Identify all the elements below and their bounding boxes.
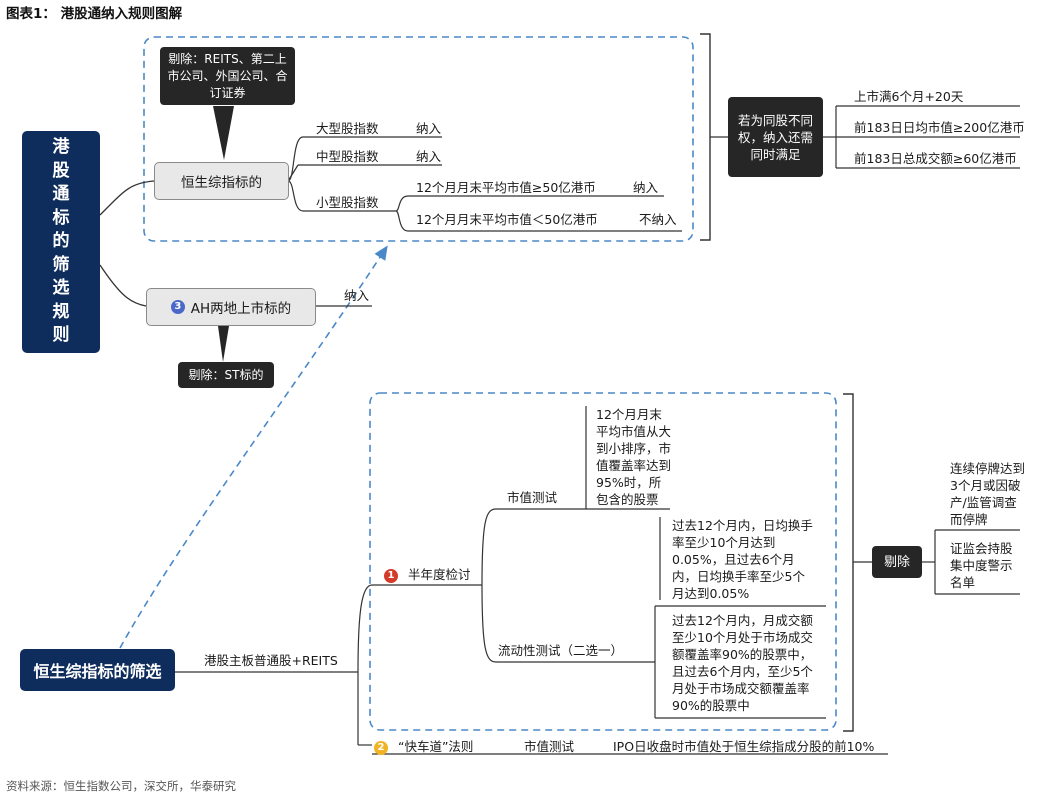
large-cap-label: 大型股指数 [316, 121, 379, 136]
fast-rule: IPO日收盘时市值处于恒生综指成分股的前10% [613, 739, 875, 754]
liquidity-rule-1: 过去12个月内，日均换手率至少10个月达到0.05%，且过去6个月内，日均换手率… [672, 518, 813, 601]
fast-test-label: 市值测试 [524, 739, 575, 754]
large-cap-result: 纳入 [416, 121, 442, 136]
top-bracket [700, 33, 711, 241]
main-label-box-top: 港股通标的筛选规则 [22, 131, 100, 353]
fast-badge: 2 [374, 741, 388, 755]
st-note-box: 剔除：ST标的 [178, 362, 274, 388]
wvr-req-2: 前183日日均市值≥200亿港币 [854, 120, 1025, 135]
wvr-req-3: 前183日总成交额≥60亿港币 [854, 151, 1017, 166]
figure-title: 图表1： 港股通纳入规则图解 [6, 6, 183, 22]
hsci-node: 恒生综指标的 [154, 162, 289, 200]
main-label-box-bottom: 恒生综指标的筛选 [20, 649, 175, 691]
ah-node-label: AH两地上市标的 [190, 301, 292, 317]
dashed-arrow [119, 245, 388, 649]
exclude-note: 剔除：REITS、第二上市公司、外国公司、合订证券 [167, 51, 288, 100]
remove-label: 剔除 [883, 554, 910, 570]
ah-badge: 3 [170, 300, 185, 314]
exclude-note-box: 剔除：REITS、第二上市公司、外国公司、合订证券 [160, 47, 295, 105]
remove-2: 证监会持股集中度警示名单 [950, 541, 1013, 590]
mid-cap-result: 纳入 [416, 149, 442, 164]
fast-track-row: 2 “快车道”法则 [374, 738, 473, 755]
semiannual-label: 半年度检讨 [407, 567, 471, 582]
semiannual-badge: 1 [384, 569, 398, 583]
wvr-note-box: 若为同股不同权，纳入还需同时满足 [728, 97, 823, 177]
bottom-dashed-frame [369, 392, 837, 731]
wvr-req-1: 上市满6个月+20天 [854, 89, 964, 104]
main-label-bottom: 恒生综指标的筛选 [33, 662, 162, 681]
small-cap-label: 小型股指数 [316, 195, 379, 210]
liquidity-test-label: 流动性测试（二选一） [498, 643, 624, 658]
fast-track-label: “快车道”法则 [397, 739, 474, 754]
small-rule-2: 12个月月末平均市值＜50亿港币 [416, 212, 598, 227]
source-note: 资料来源：恒生指数公司，深交所，华泰研究 [6, 779, 236, 793]
ah-result: 纳入 [344, 288, 370, 303]
small-rule-2-result: 不纳入 [639, 212, 677, 227]
remove-box: 剔除 [872, 546, 922, 578]
semiannual-row: 1 半年度检讨 [384, 566, 471, 583]
small-rule-1: 12个月月末平均市值≥50亿港币 [416, 180, 596, 195]
small-rule-1-result: 纳入 [633, 180, 659, 195]
mcap-rule: 12个月月末平均市值从大到小排序，市值覆盖率达到95%时，所包含的股票 [596, 407, 672, 507]
main-label-top: 港股通标的筛选规则 [52, 137, 70, 346]
liquidity-rule-2: 过去12个月内，月成交额至少10个月处于市场成交额覆盖率90%的股票中，且过去6… [672, 613, 813, 713]
top-dashed-frame [143, 36, 694, 242]
ah-node: 3 AH两地上市标的 [146, 288, 316, 326]
hsci-node-label: 恒生综指标的 [181, 175, 262, 191]
universe-label: 港股主板普通股+REITS [204, 653, 338, 668]
st-note: 剔除：ST标的 [188, 367, 264, 382]
mid-cap-label: 中型股指数 [316, 149, 379, 164]
remove-1: 连续停牌达到3个月或因破产/监管调查而停牌 [950, 461, 1026, 527]
mcap-test-label: 市值测试 [507, 490, 558, 505]
wvr-note: 若为同股不同权，纳入还需同时满足 [737, 112, 813, 162]
bottom-bracket [843, 393, 854, 732]
